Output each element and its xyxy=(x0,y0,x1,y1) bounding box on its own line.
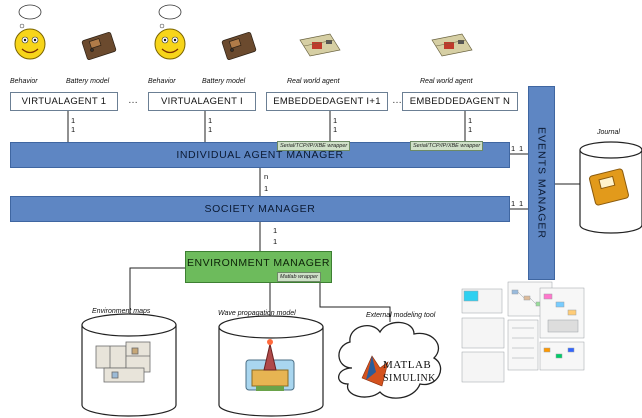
behavior-smiley-icon xyxy=(154,4,186,60)
wave-propagation-label: Wave propagation model xyxy=(218,310,296,317)
behavior-label: Behavior xyxy=(148,78,176,85)
multiplicity-label: 1 xyxy=(71,116,76,125)
behavior-smiley-icon xyxy=(14,4,46,60)
matlab-logo-icon xyxy=(361,355,389,387)
serial-wrapper-tag: Serial/TCP/IP/XBE wrapper xyxy=(277,141,351,151)
matlab-logo-text: MATLAB xyxy=(383,359,432,371)
multiplicity-label: 1 xyxy=(519,144,524,153)
virtual-agent-1: VIRTUALAGENT 1 xyxy=(10,92,118,111)
simulink-logo-text: SIMULINK xyxy=(383,373,436,384)
multiplicity-label: 1 xyxy=(71,125,76,134)
circuit-board-icon xyxy=(431,33,473,57)
real-world-agent-label: Real world agent xyxy=(420,78,473,85)
journal-label: Journal xyxy=(597,129,620,136)
society-manager-label: SOCIETY MANAGER xyxy=(204,203,316,215)
battery-device-icon xyxy=(81,32,117,60)
serial-wrapper-tag: Serial/TCP/IP/XBE wrapper xyxy=(410,141,484,151)
multiplicity-label: 1 xyxy=(468,125,473,134)
multiplicity-label: 1 xyxy=(511,144,516,153)
society-manager: SOCIETY MANAGER xyxy=(10,196,510,222)
matlab-wrapper-tag: Matlab wrapper xyxy=(277,272,321,282)
external-tool-label: External modeling tool xyxy=(366,312,436,319)
agents-ellipsis: … xyxy=(128,95,138,106)
multiplicity-label: 1 xyxy=(519,199,524,208)
multiplicity-label: 1 xyxy=(208,116,213,125)
multiplicity-label: 1 xyxy=(333,125,338,134)
battery-model-label: Battery model xyxy=(66,78,110,85)
multiplicity-label: 1 xyxy=(208,125,213,134)
individual-agent-manager-label: INDIVIDUAL AGENT MANAGER xyxy=(176,149,344,161)
multiplicity-label: 1 xyxy=(264,184,269,193)
battery-device-icon xyxy=(221,32,257,60)
real-world-agent-label: Real world agent xyxy=(287,78,340,85)
battery-model-label: Battery model xyxy=(202,78,246,85)
multiplicity-label: 1 xyxy=(511,199,516,208)
embedded-agent-i1: EMBEDDEDAGENT I+1 xyxy=(266,92,388,111)
virtual-agent-i: VIRTUALAGENT I xyxy=(148,92,256,111)
environment-maps-label: Environment maps xyxy=(92,308,151,315)
behavior-label: Behavior xyxy=(10,78,38,85)
embedded-agent-n: EMBEDDEDAGENT N xyxy=(402,92,518,111)
agents-ellipsis: … xyxy=(392,95,402,106)
multiplicity-label: 1 xyxy=(333,116,338,125)
multiplicity-label: 1 xyxy=(468,116,473,125)
antenna-tower-icon xyxy=(245,339,295,391)
multiplicity-label: n xyxy=(264,172,269,181)
environment-manager-label: ENVIRONMENT MANAGER xyxy=(187,257,330,269)
events-manager: EVENTS MANAGER xyxy=(528,86,555,280)
journal-book-icon xyxy=(589,168,629,206)
events-manager-label: EVENTS MANAGER xyxy=(535,126,548,240)
circuit-board-icon xyxy=(299,33,341,57)
multiplicity-label: 1 xyxy=(273,226,278,235)
multiplicity-label: 1 xyxy=(273,237,278,246)
simulink-model-screenshot xyxy=(461,281,585,383)
floor-plan-icon xyxy=(95,341,151,383)
